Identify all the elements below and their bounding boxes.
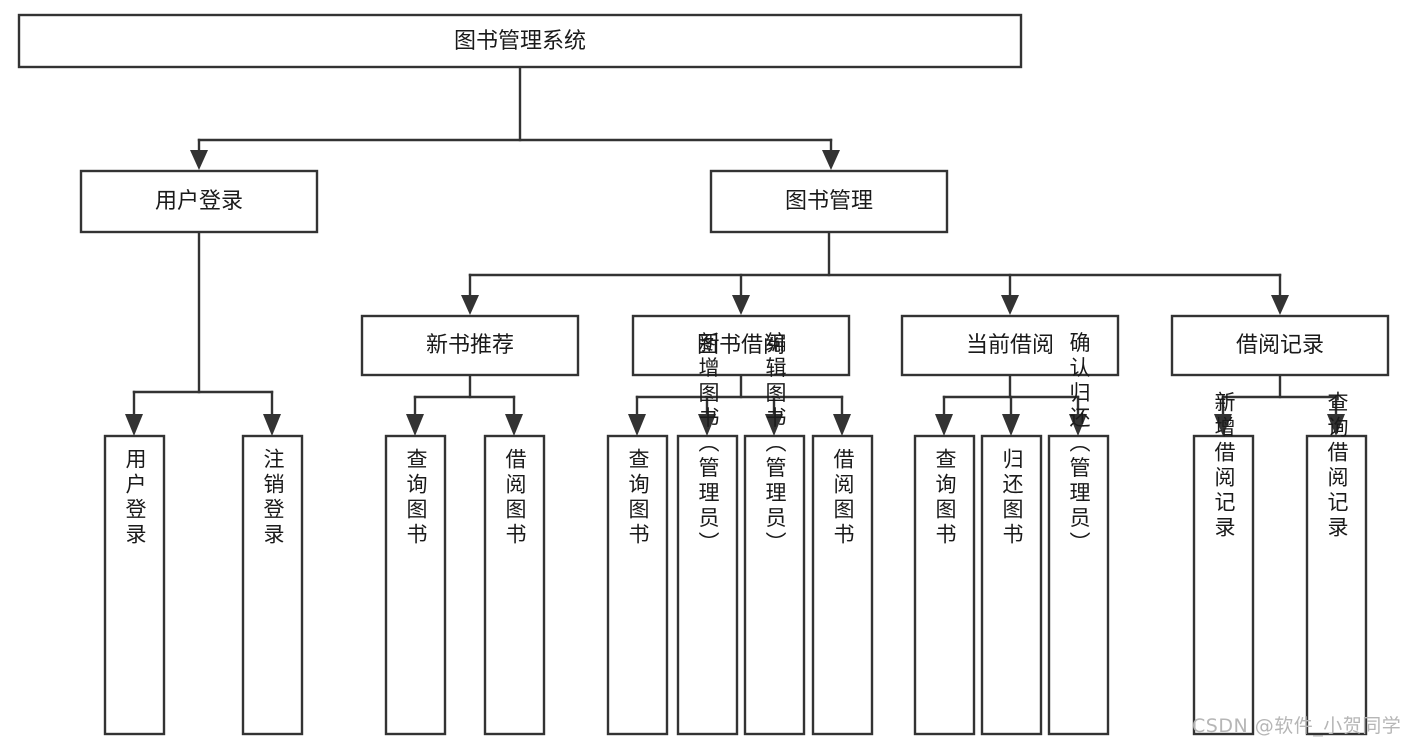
node-borrow-record[interactable]: 借阅记录 xyxy=(1170,314,1390,377)
node-current-borrow-label: 当前借阅 xyxy=(966,333,1054,358)
csdn-watermark: CSDN @软件_小贺同学 xyxy=(1192,715,1402,737)
node-book-borrow[interactable]: 图书借阅 xyxy=(631,314,851,377)
node-book-management-label: 图书管理 xyxy=(785,189,873,214)
connector-user-login-to-leaves xyxy=(125,230,281,436)
leaf-user-login-logout-label: 注销登录 xyxy=(261,448,285,548)
leaf-book-borrow-add[interactable]: 新增图书（管理员） xyxy=(676,332,739,736)
leaf-current-borrow-query[interactable]: 查询图书 xyxy=(913,434,976,736)
node-borrow-record-label: 借阅记录 xyxy=(1236,333,1324,358)
leaf-borrow-record-add[interactable]: 新增借阅记录 xyxy=(1192,391,1255,736)
connector-root-to-level2 xyxy=(190,65,840,170)
leaf-user-login-logout[interactable]: 注销登录 xyxy=(241,434,304,736)
leaf-new-book-borrow[interactable]: 借阅图书 xyxy=(483,434,546,736)
leaf-book-borrow-borrow-label: 借阅图书 xyxy=(831,448,855,548)
node-current-borrow[interactable]: 当前借阅 xyxy=(900,314,1120,377)
node-root-book-management-system[interactable]: 图书管理系统 xyxy=(17,13,1023,69)
leaf-book-borrow-edit[interactable]: 编辑图书（管理员） xyxy=(743,332,806,736)
leaf-book-borrow-edit-label: 编辑图书（管理员） xyxy=(763,332,787,557)
leaf-book-borrow-add-label: 新增图书（管理员） xyxy=(696,332,720,557)
leaf-current-borrow-confirm[interactable]: 确认归还（管理员） xyxy=(1047,332,1110,736)
connector-book-management-to-level3 xyxy=(461,230,1289,315)
leaf-current-borrow-return[interactable]: 归还图书 xyxy=(980,434,1043,736)
leaf-book-borrow-borrow[interactable]: 借阅图书 xyxy=(811,434,874,736)
node-new-book-recommend-label: 新书推荐 xyxy=(426,333,514,358)
leaf-new-book-borrow-label: 借阅图书 xyxy=(503,448,527,548)
leaf-current-borrow-query-label: 查询图书 xyxy=(933,448,957,548)
node-user-login[interactable]: 用户登录 xyxy=(79,169,319,234)
node-book-borrow-label: 图书借阅 xyxy=(697,333,785,358)
leaf-book-borrow-query-label: 查询图书 xyxy=(626,448,650,548)
leaf-current-borrow-return-label: 归还图书 xyxy=(1000,448,1024,548)
connector-book-borrow-to-leaves xyxy=(628,373,851,436)
leaf-new-book-query[interactable]: 查询图书 xyxy=(384,434,447,736)
connector-new-book-to-leaves xyxy=(406,373,523,436)
connector-current-borrow-to-leaves xyxy=(935,373,1087,436)
leaf-borrow-record-query-label: 查询借阅记录 xyxy=(1325,391,1349,541)
leaf-borrow-record-add-label: 新增借阅记录 xyxy=(1212,391,1236,541)
node-new-book-recommend[interactable]: 新书推荐 xyxy=(360,314,580,377)
node-root-label: 图书管理系统 xyxy=(454,29,586,54)
node-book-management[interactable]: 图书管理 xyxy=(709,169,949,234)
node-user-login-label: 用户登录 xyxy=(155,189,243,214)
leaf-user-login-login[interactable]: 用户登录 xyxy=(103,434,166,736)
leaf-new-book-query-label: 查询图书 xyxy=(404,448,428,548)
connector-borrow-record-to-leaves xyxy=(1214,373,1345,436)
leaf-borrow-record-query[interactable]: 查询借阅记录 xyxy=(1305,391,1368,736)
leaf-book-borrow-query[interactable]: 查询图书 xyxy=(606,434,669,736)
leaf-user-login-login-label: 用户登录 xyxy=(123,448,147,548)
leaf-current-borrow-confirm-label: 确认归还（管理员） xyxy=(1067,332,1091,557)
